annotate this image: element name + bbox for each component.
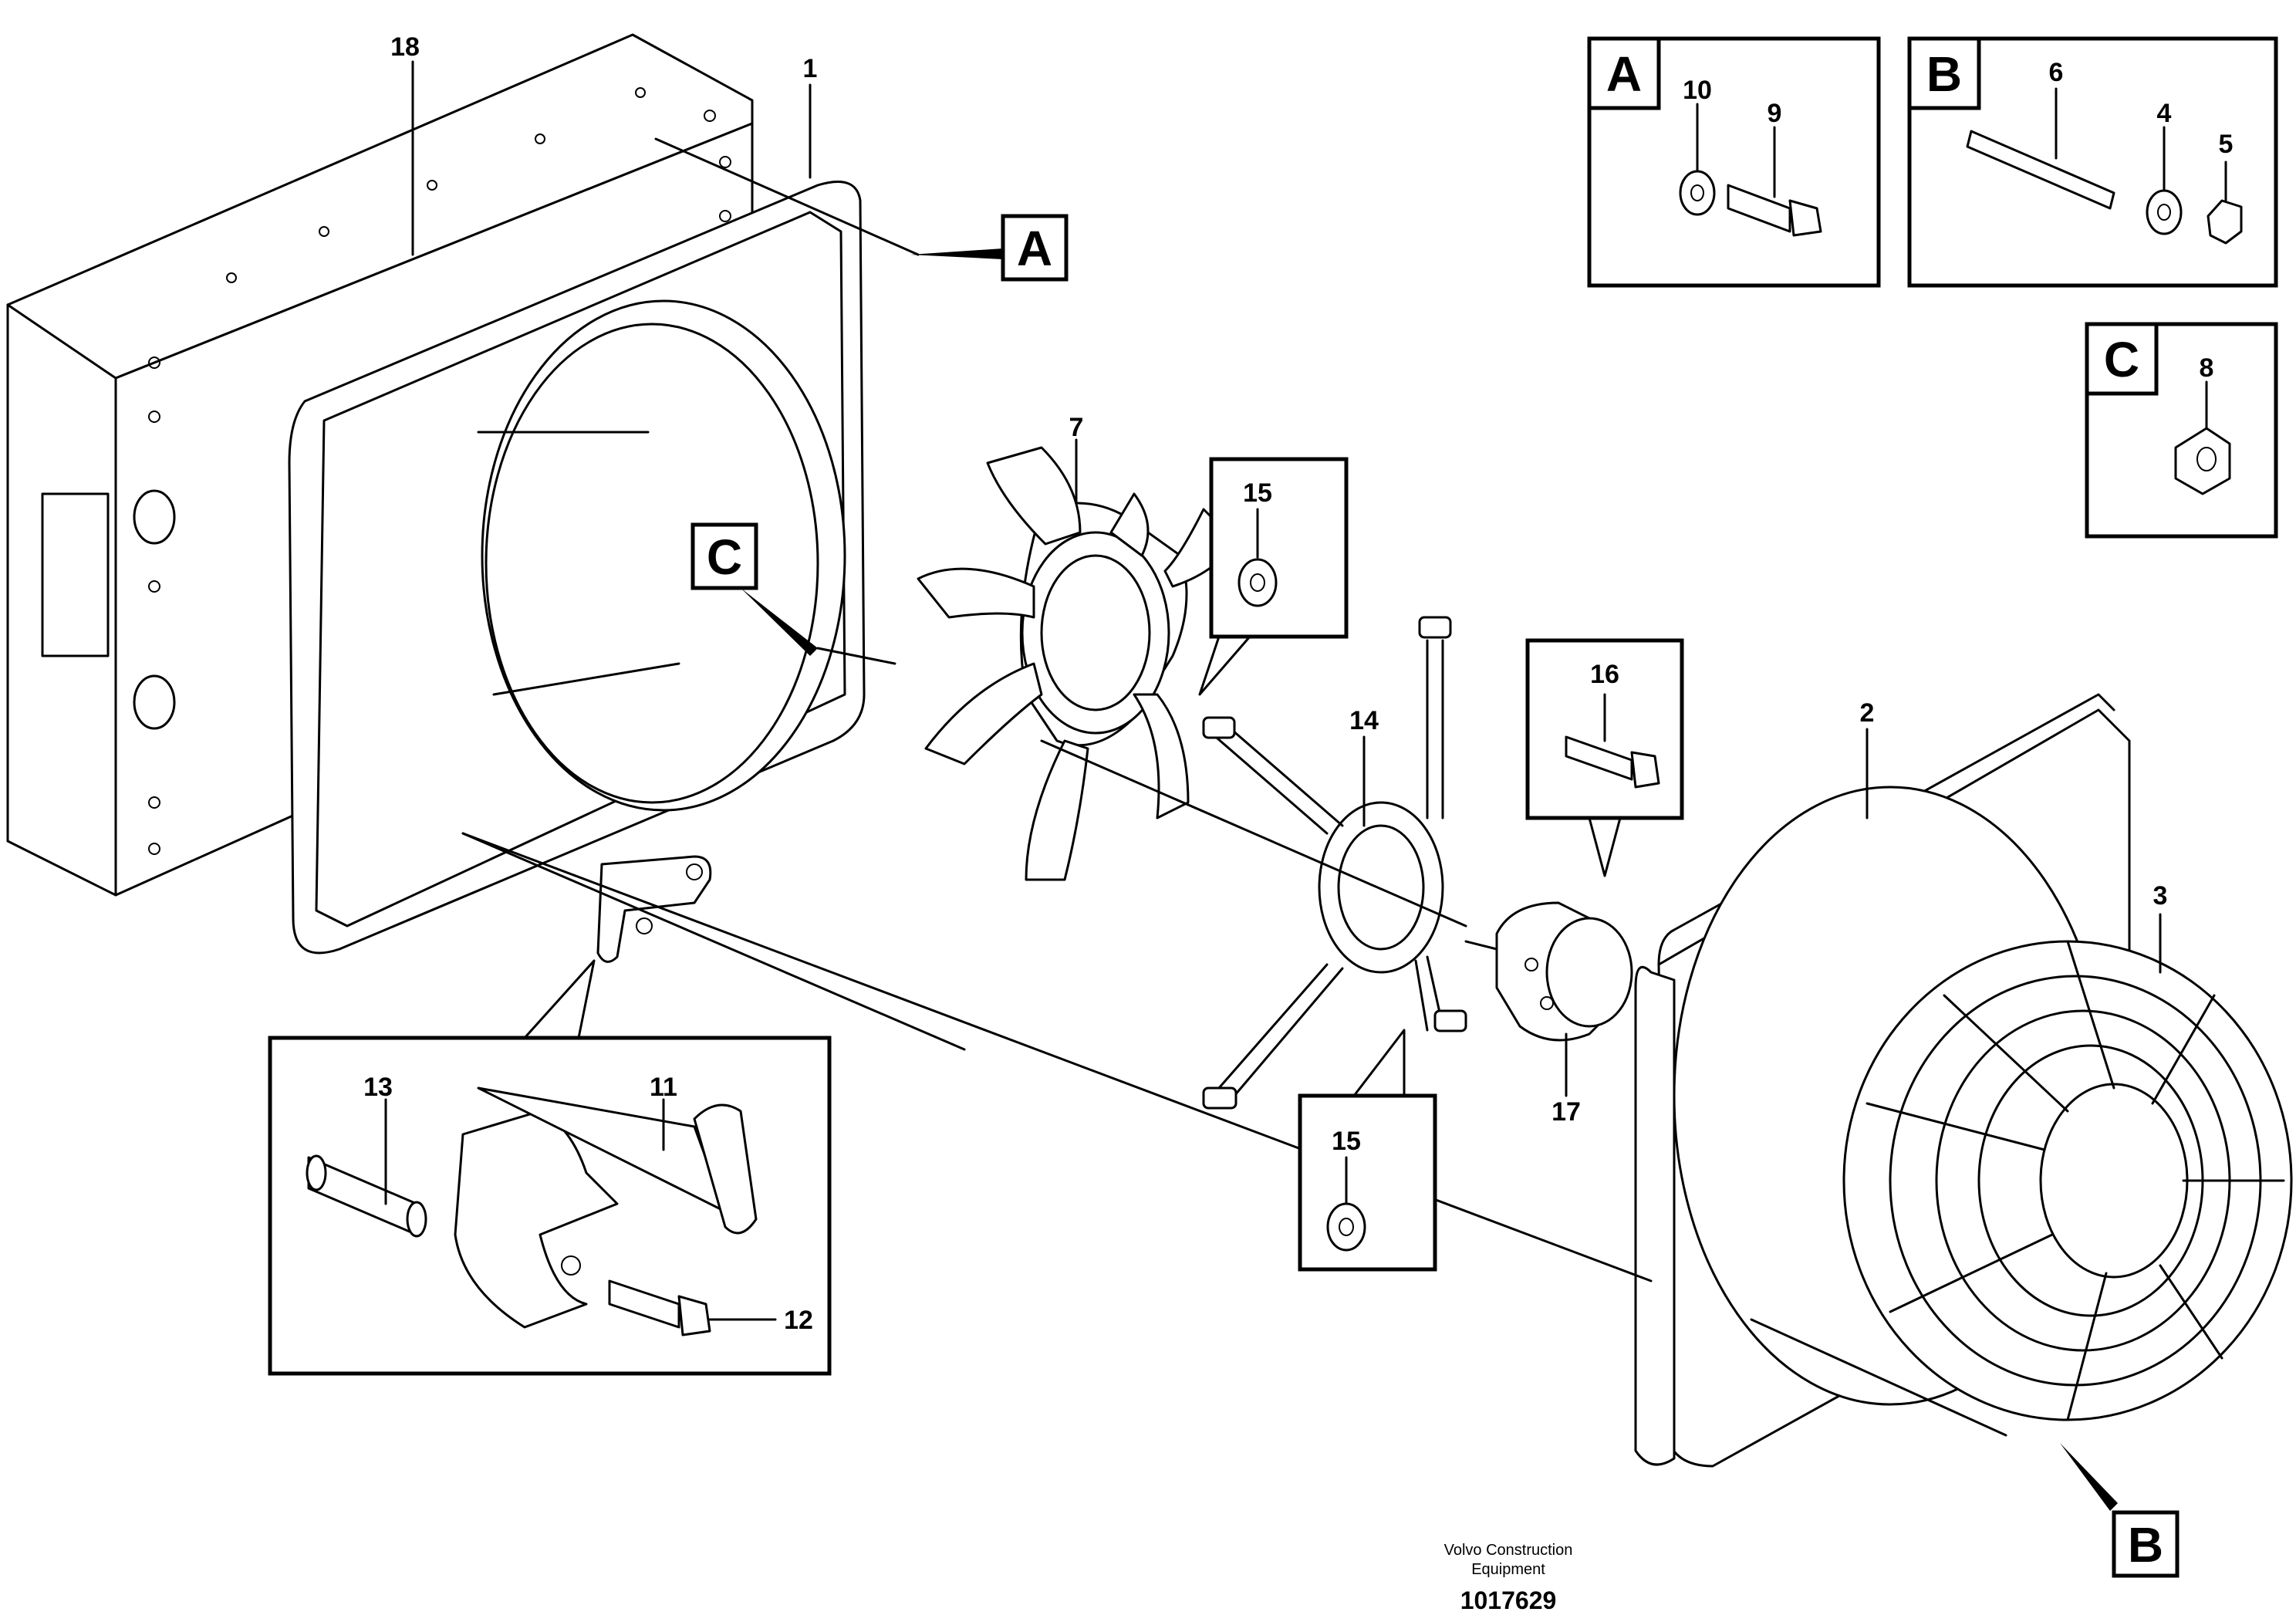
callout-14: 14 [1349, 706, 1379, 735]
flag-c-letter: C [707, 529, 742, 585]
callout-13: 13 [363, 1073, 393, 1102]
detail-box-c-letter: C [2104, 332, 2139, 387]
callout-11: 11 [650, 1073, 677, 1102]
callout-labels: 18 1 10 9 6 4 5 8 7 15 16 14 2 3 17 15 1… [363, 32, 2233, 1335]
callout-17: 17 [1551, 1097, 1581, 1127]
callout-1: 1 [803, 54, 818, 83]
flag-a-letter: A [1017, 221, 1052, 276]
callout-7: 7 [1069, 413, 1084, 442]
callout-leaders [411, 60, 2162, 1097]
motor-part-17 [1464, 901, 1633, 1042]
flag-a: A [910, 214, 1069, 282]
washer-part-15-lower [1326, 1202, 1366, 1252]
callout-15-lower: 15 [1332, 1127, 1361, 1156]
callout-12: 12 [784, 1306, 813, 1335]
callout-16: 16 [1590, 660, 1619, 689]
callout-6: 6 [2049, 58, 2064, 87]
detail-box-a-letter: A [1606, 46, 1642, 102]
footer-company-line2: Equipment [1471, 1561, 1545, 1578]
fan-grille-part-3 [1842, 940, 2293, 1421]
flag-c: C [690, 522, 896, 665]
motor-bracket-part-14 [1202, 616, 1467, 1110]
callout-5: 5 [2219, 130, 2234, 159]
bracket-part-11 [454, 1110, 619, 1329]
detail-box-a: A [1587, 36, 1881, 288]
detail-box-c: C [2085, 322, 2278, 539]
detail-box-15-lower [1298, 1029, 1437, 1272]
footer: Volvo Construction Equipment 1017629 [1444, 1542, 1573, 1614]
callout-3: 3 [2153, 881, 2168, 911]
detail-box-16 [1525, 638, 1684, 877]
callout-4: 4 [2157, 99, 2172, 128]
detail-box-15-upper [1198, 457, 1349, 696]
callout-9: 9 [1768, 99, 1782, 128]
bolt-part-9 [1727, 184, 1791, 233]
washer-part-4 [2146, 189, 2183, 235]
callout-2: 2 [1860, 698, 1875, 728]
stud-part-6 [1966, 130, 2115, 210]
bolt-part-16 [1565, 735, 1633, 781]
detail-box-b: B [1907, 36, 2278, 288]
flag-b-letter: B [2128, 1517, 2163, 1573]
washer-part-10 [1679, 170, 1716, 216]
nut-part-5 [2207, 199, 2243, 245]
callout-15-upper: 15 [1243, 478, 1272, 508]
fan-shroud-part-1 [288, 181, 866, 955]
callout-10: 10 [1683, 76, 1712, 105]
assembly-lines [461, 137, 2007, 1437]
detail-box-bracket [268, 959, 832, 1376]
flag-b: B [2060, 1443, 2180, 1578]
bolt-part-12 [608, 1279, 680, 1329]
callout-8: 8 [2200, 353, 2214, 383]
callout-18: 18 [390, 32, 420, 62]
footer-company-line1: Volvo Construction [1444, 1542, 1573, 1559]
fan-blade-part-7 [917, 446, 1236, 881]
bracket-plate [596, 855, 712, 963]
detail-box-b-letter: B [1926, 46, 1962, 102]
washer-part-15-upper [1237, 558, 1278, 607]
footer-drawing-id: 1017629 [1460, 1587, 1557, 1614]
